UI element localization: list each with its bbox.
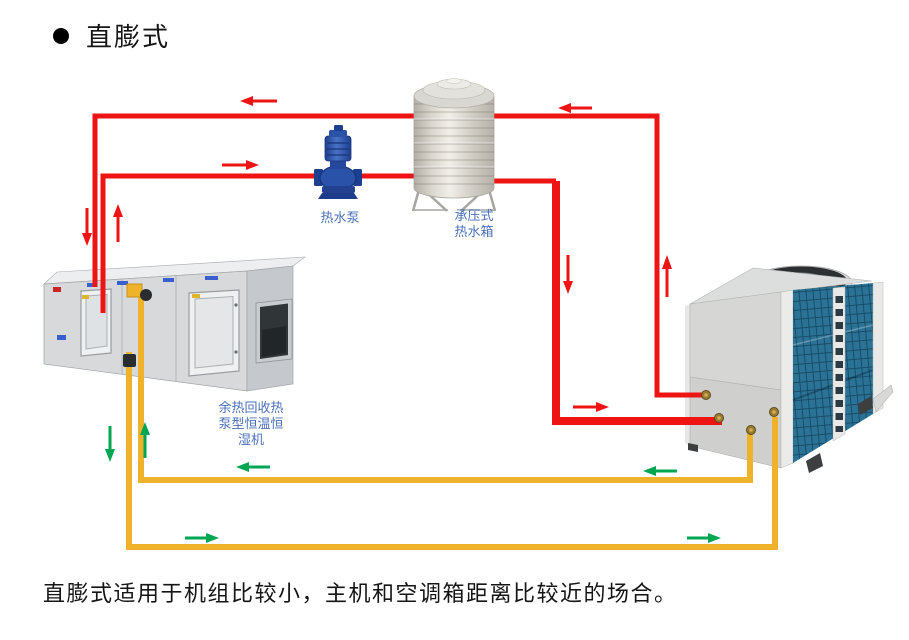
hot-water-pipes <box>92 113 722 425</box>
flow-arrow-up <box>662 255 672 297</box>
hot-water-pump <box>314 125 362 199</box>
yellow-pipe-unit-to-ahu <box>138 290 753 483</box>
ahu-door-right <box>188 289 240 377</box>
flow-arrow-right <box>222 160 259 170</box>
red-pipe-ahu-to-pump <box>100 173 418 313</box>
air-handling-unit <box>43 256 306 392</box>
ahu-blue-sticker <box>117 281 128 285</box>
flow-arrow-left <box>558 103 592 113</box>
section-title: 直膨式 <box>53 17 170 54</box>
flow-arrow-down <box>82 208 92 246</box>
flow-arrow-left <box>236 462 270 472</box>
ahu-blue-sticker <box>57 335 66 340</box>
pipe-valve <box>126 283 143 298</box>
flow-arrow-up <box>140 422 150 458</box>
pipe-valve <box>123 354 136 367</box>
red-pipe-tank-to-unit <box>552 181 722 425</box>
ahu-blue-sticker <box>87 283 96 287</box>
coil-center-strip <box>832 286 846 442</box>
green-flow-arrows <box>105 422 721 543</box>
red-flow-arrows <box>82 96 672 412</box>
flow-arrow-down <box>563 255 573 294</box>
ahu-blue-sticker <box>205 276 218 280</box>
ahu-yellow-sticker <box>82 295 89 299</box>
tank-label: 承压式 热水箱 <box>454 209 494 240</box>
flow-arrow-up <box>113 204 123 242</box>
flow-arrow-down <box>105 426 115 462</box>
ahu-yellow-sticker <box>192 294 200 298</box>
red-pipe-tank-to-ahu-and-unit-to-tank <box>92 113 702 398</box>
caption-text: 直膨式适用于机组比较小，主机和空调箱距离比较近的场合。 <box>43 582 678 607</box>
ahu-label: 余热回收热 泵型恒温恒 湿机 <box>218 401 284 448</box>
flow-arrow-right <box>573 402 609 412</box>
unit-front-upper-panel <box>689 291 782 391</box>
refrigerant-pipes <box>123 283 778 550</box>
tank-body <box>413 95 495 199</box>
hot-water-tank <box>411 78 497 212</box>
tank-ribs <box>414 103 494 185</box>
valve-knob <box>140 289 152 301</box>
ahu-air-outlet <box>255 298 293 364</box>
section-title-text: 直膨式 <box>86 23 171 53</box>
flow-arrow-right <box>687 533 721 543</box>
yellow-pipe-ahu-to-unit <box>126 352 778 550</box>
flow-arrow-left <box>643 466 677 476</box>
flow-arrow-right <box>185 533 219 543</box>
ahu-door-left <box>80 288 112 357</box>
unit-foot <box>858 396 873 415</box>
pump-label: 热水泵 <box>320 211 360 226</box>
unit-foot <box>872 384 894 413</box>
pipe-fittings <box>701 390 779 435</box>
unit-foot <box>806 453 823 473</box>
ahu-blue-sticker <box>163 278 174 282</box>
unit-foot <box>688 443 698 452</box>
outdoor-heat-pump-unit <box>685 265 894 473</box>
bullet-icon <box>53 27 69 44</box>
flow-arrow-left <box>240 96 277 106</box>
ahu-red-sticker <box>53 287 61 292</box>
